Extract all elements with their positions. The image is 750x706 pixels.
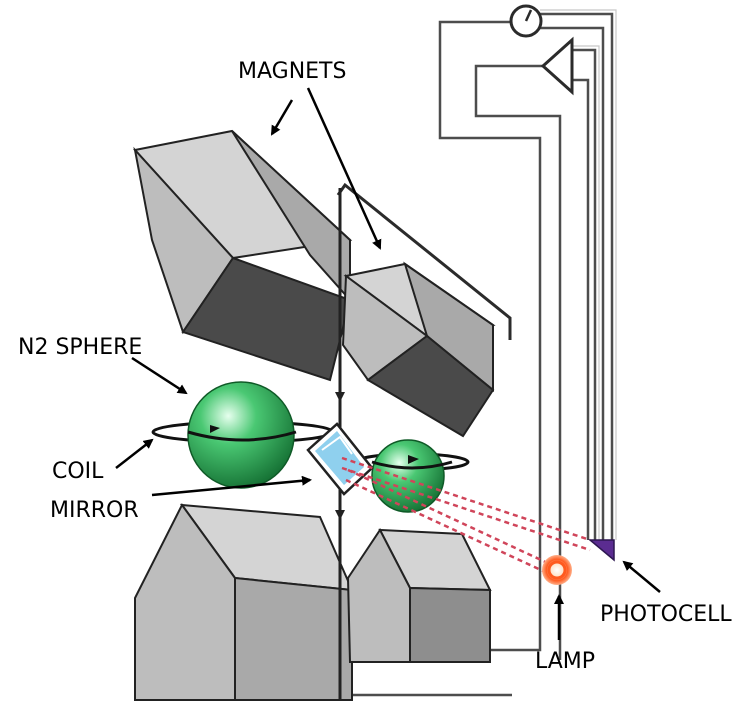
magnet-lower-right — [346, 528, 492, 663]
light-beams — [341, 456, 591, 578]
label-magnets: MAGNETS — [238, 59, 346, 84]
photocell-icon — [587, 539, 615, 562]
arrow-magnets-right — [306, 87, 382, 250]
label-mirror: MIRROR — [50, 498, 139, 523]
mirror — [306, 422, 374, 496]
n2-sphere-left — [151, 381, 335, 489]
label-lamp: LAMP — [535, 649, 595, 674]
wire-highlight — [540, 9, 617, 540]
arrow-photocell — [622, 560, 661, 593]
n2-sphere-right — [354, 439, 470, 513]
label-coil: COIL — [52, 459, 104, 484]
arrow-mirror — [151, 475, 312, 497]
label-photocell: PHOTOCELL — [600, 602, 732, 627]
label-n2-sphere: N2 SPHERE — [18, 335, 142, 360]
magnet-lower-left — [134, 503, 354, 701]
magnet-upper-left — [133, 129, 353, 382]
lamp-icon — [542, 555, 572, 585]
amplifier-icon — [540, 36, 574, 96]
meter-icon — [509, 4, 543, 38]
arrow-coil — [115, 438, 154, 469]
arrow-magnets-left — [270, 99, 294, 136]
label-arrows — [115, 87, 661, 640]
arrow-n2-sphere — [131, 356, 188, 395]
magnet-upper-right — [341, 261, 496, 438]
